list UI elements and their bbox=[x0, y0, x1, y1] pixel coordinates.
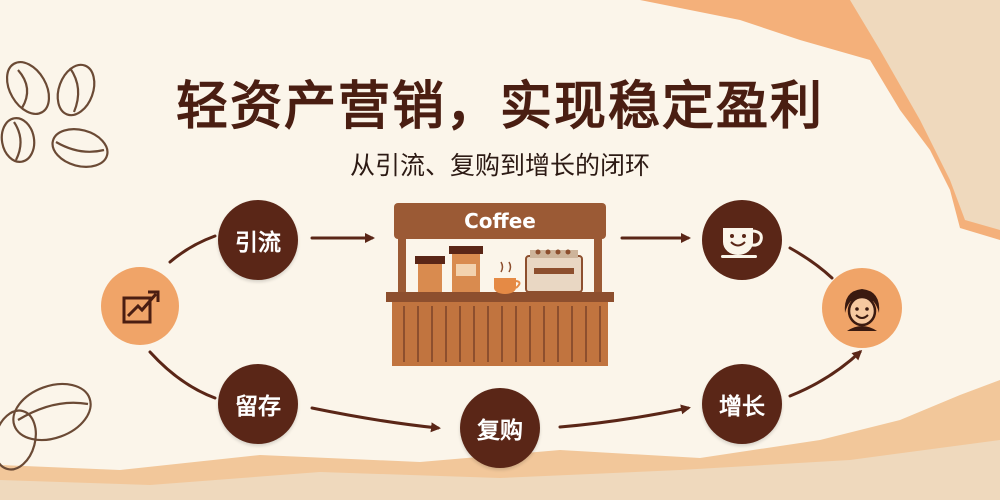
node-attract: 引流 bbox=[218, 200, 298, 280]
page-subtitle: 从引流、复购到增长的闭环 bbox=[349, 151, 650, 180]
node-growth: 增长 bbox=[702, 364, 782, 444]
page-title: 轻资产营销，实现稳定盈利 bbox=[175, 77, 824, 137]
node-retain: 留存 bbox=[218, 364, 298, 444]
customer-face-icon bbox=[822, 268, 902, 348]
growth-chart-icon bbox=[101, 267, 179, 345]
coffee-stall-sign: Coffee bbox=[394, 203, 606, 239]
flow-connectors bbox=[148, 233, 863, 433]
smiling-coffee-cup-icon bbox=[702, 200, 782, 280]
coffee-stall-illustration bbox=[386, 238, 614, 366]
node-repurchase: 复购 bbox=[460, 388, 540, 468]
coffee-bean-icon bbox=[0, 61, 109, 471]
